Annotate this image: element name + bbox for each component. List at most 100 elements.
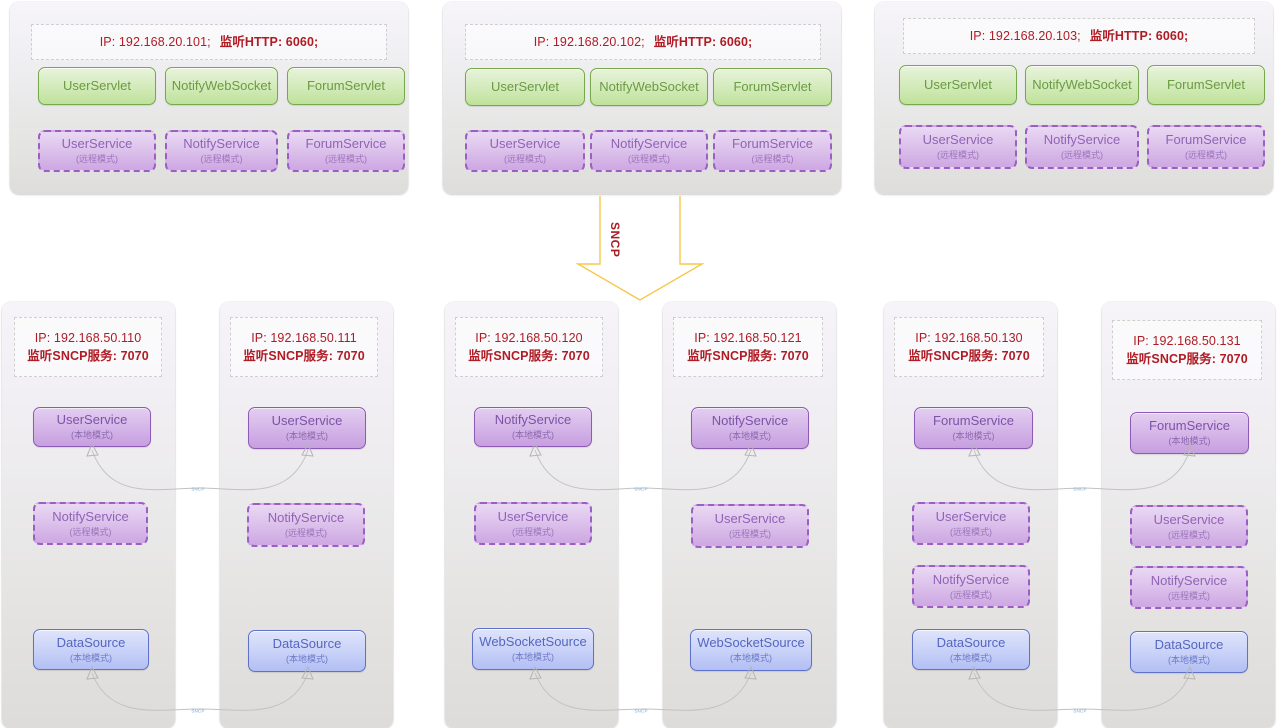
service-node-header-5: IP: 192.168.50.130 监听SNCP服务: 7070 (894, 317, 1044, 377)
node-mode: (远程模式) (751, 154, 794, 165)
service-box-notifyservice[interactable]: NotifyService (远程模式) (1025, 125, 1139, 169)
node-label: NotifyService (267, 510, 345, 526)
service-box-userservice[interactable]: UserService (远程模式) (899, 125, 1017, 169)
node-label: DataSource (56, 634, 126, 650)
node-label: NotifyService (52, 508, 129, 524)
servlet-box-notifywebsocket[interactable]: NotifyWebSocket (165, 67, 278, 105)
app-server-panel-1: IP: 192.168.20.101; 监听HTTP: 6060; UserSe… (10, 2, 408, 194)
node-mode: (本地模式) (730, 653, 772, 664)
node-label: NotifyWebSocket (599, 78, 699, 94)
node-label: UserService (61, 136, 133, 152)
service-box-notifyservice-local[interactable]: NotifyService (本地模式) (691, 407, 809, 449)
app-server-header-2: IP: 192.168.20.102; 监听HTTP: 6060; (465, 24, 821, 60)
service-node-header-2: IP: 192.168.50.111 监听SNCP服务: 7070 (230, 317, 378, 377)
header-port: 监听HTTP: 6060; (1089, 28, 1189, 43)
datasource-box[interactable]: DataSource (本地模式) (1130, 631, 1248, 673)
websocketsource-box[interactable]: WebSocketSource (本地模式) (690, 629, 812, 671)
header-port: 监听SNCP服务: 7070 (687, 349, 809, 363)
servlet-box-notifywebsocket[interactable]: NotifyWebSocket (590, 68, 708, 106)
service-box-forumservice[interactable]: ForumService (远程模式) (713, 130, 832, 172)
service-node-panel-5: IP: 192.168.50.130 监听SNCP服务: 7070 ForumS… (884, 302, 1057, 728)
node-label: NotifyWebSocket (1032, 76, 1132, 92)
service-box-notifyservice-remote[interactable]: NotifyService (远程模式) (33, 502, 148, 545)
node-mode: (本地模式) (950, 652, 992, 663)
servlet-box-forumservlet[interactable]: ForumServlet (1147, 65, 1265, 105)
service-box-userservice-remote[interactable]: UserService (远程模式) (912, 502, 1030, 545)
node-mode: (本地模式) (512, 652, 554, 663)
service-box-userservice-remote[interactable]: UserService (远程模式) (474, 502, 592, 545)
node-mode: (远程模式) (950, 589, 992, 600)
servlet-box-notifywebsocket[interactable]: NotifyWebSocket (1025, 65, 1139, 105)
node-label: UserServlet (63, 77, 131, 93)
service-box-notifyservice[interactable]: NotifyService (远程模式) (165, 130, 278, 172)
node-mode: (远程模式) (1168, 590, 1210, 601)
node-mode: (远程模式) (285, 528, 327, 539)
service-box-notifyservice-remote[interactable]: NotifyService (远程模式) (912, 565, 1030, 608)
node-label: UserService (271, 413, 343, 429)
node-mode: (远程模式) (950, 526, 992, 537)
service-box-userservice-local[interactable]: UserService (本地模式) (33, 407, 151, 447)
node-mode: (远程模式) (512, 526, 554, 537)
header-ip: IP: 192.168.20.103; (969, 28, 1081, 43)
servlet-box-userservlet[interactable]: UserServlet (38, 67, 156, 105)
node-label: NotifyService (711, 413, 789, 429)
websocketsource-box[interactable]: WebSocketSource (本地模式) (472, 628, 594, 670)
service-box-notifyservice-remote[interactable]: NotifyService (远程模式) (1130, 566, 1248, 609)
datasource-box[interactable]: DataSource (本地模式) (912, 629, 1030, 670)
connector-label: SNCP (634, 708, 648, 714)
node-mode: (远程模式) (69, 526, 112, 537)
node-mode: (本地模式) (286, 654, 328, 665)
servlet-box-userservlet[interactable]: UserServlet (899, 65, 1017, 105)
node-mode: (远程模式) (1168, 529, 1210, 540)
node-mode: (远程模式) (1061, 150, 1103, 161)
node-label: DataSource (1154, 637, 1224, 653)
node-mode: (远程模式) (628, 154, 670, 165)
header-port: 监听HTTP: 6060; (653, 34, 753, 49)
servlet-box-forumservlet[interactable]: ForumServlet (287, 67, 405, 105)
node-label: UserService (489, 136, 561, 152)
header-ip: IP: 192.168.50.131 (1133, 333, 1241, 348)
service-node-panel-3: IP: 192.168.50.120 监听SNCP服务: 7070 Notify… (445, 302, 618, 728)
node-label: ForumService (305, 136, 387, 152)
service-box-notifyservice[interactable]: NotifyService (远程模式) (590, 130, 708, 172)
service-box-forumservice[interactable]: ForumService (远程模式) (1147, 125, 1265, 169)
node-label: ForumService (732, 136, 813, 152)
node-mode: (本地模式) (952, 431, 995, 442)
service-node-header-3: IP: 192.168.50.120 监听SNCP服务: 7070 (455, 317, 603, 377)
service-node-panel-1: IP: 192.168.50.110 监听SNCP服务: 7070 UserSe… (2, 302, 175, 728)
node-mode: (远程模式) (200, 154, 243, 165)
service-box-notifyservice-local[interactable]: NotifyService (本地模式) (474, 407, 592, 447)
service-box-userservice[interactable]: UserService (远程模式) (465, 130, 585, 172)
connector-label: SNCP (634, 486, 648, 492)
service-box-userservice-remote[interactable]: UserService (远程模式) (691, 504, 809, 548)
service-box-forumservice-local[interactable]: ForumService (本地模式) (1130, 412, 1249, 454)
servlet-box-userservlet[interactable]: UserServlet (465, 68, 585, 106)
service-box-userservice-remote[interactable]: UserService (远程模式) (1130, 505, 1248, 548)
node-mode: (远程模式) (937, 150, 979, 161)
node-label: NotifyService (494, 412, 572, 428)
service-box-notifyservice-remote[interactable]: NotifyService (远程模式) (247, 503, 365, 547)
node-label: UserServlet (491, 78, 559, 94)
node-mode: (本地模式) (71, 430, 113, 441)
header-port: 监听HTTP: 6060; (219, 34, 319, 49)
node-mode: (远程模式) (729, 529, 771, 540)
node-label: ForumServlet (1166, 76, 1246, 92)
service-box-userservice-local[interactable]: UserService (本地模式) (248, 407, 366, 449)
header-ip: IP: 192.168.50.120 (475, 330, 583, 345)
servlet-box-forumservlet[interactable]: ForumServlet (713, 68, 832, 106)
node-mode: (本地模式) (1168, 655, 1210, 666)
node-label: ForumService (933, 413, 1014, 429)
sncp-protocol-arrow (575, 196, 705, 301)
datasource-box[interactable]: DataSource (本地模式) (248, 630, 366, 672)
node-mode: (远程模式) (1185, 150, 1227, 161)
service-box-forumservice-local[interactable]: ForumService (本地模式) (914, 407, 1033, 449)
service-node-panel-6: IP: 192.168.50.131 监听SNCP服务: 7070 ForumS… (1102, 302, 1275, 728)
service-node-panel-2: IP: 192.168.50.111 监听SNCP服务: 7070 UserSe… (220, 302, 393, 728)
datasource-box[interactable]: DataSource (本地模式) (33, 629, 149, 670)
service-box-forumservice[interactable]: ForumService (远程模式) (287, 130, 405, 172)
node-label: NotifyWebSocket (171, 77, 272, 93)
header-ip: IP: 192.168.50.111 (251, 330, 357, 345)
node-label: ForumServlet (733, 78, 812, 94)
service-node-header-6: IP: 192.168.50.131 监听SNCP服务: 7070 (1112, 320, 1262, 380)
service-box-userservice[interactable]: UserService (远程模式) (38, 130, 156, 172)
